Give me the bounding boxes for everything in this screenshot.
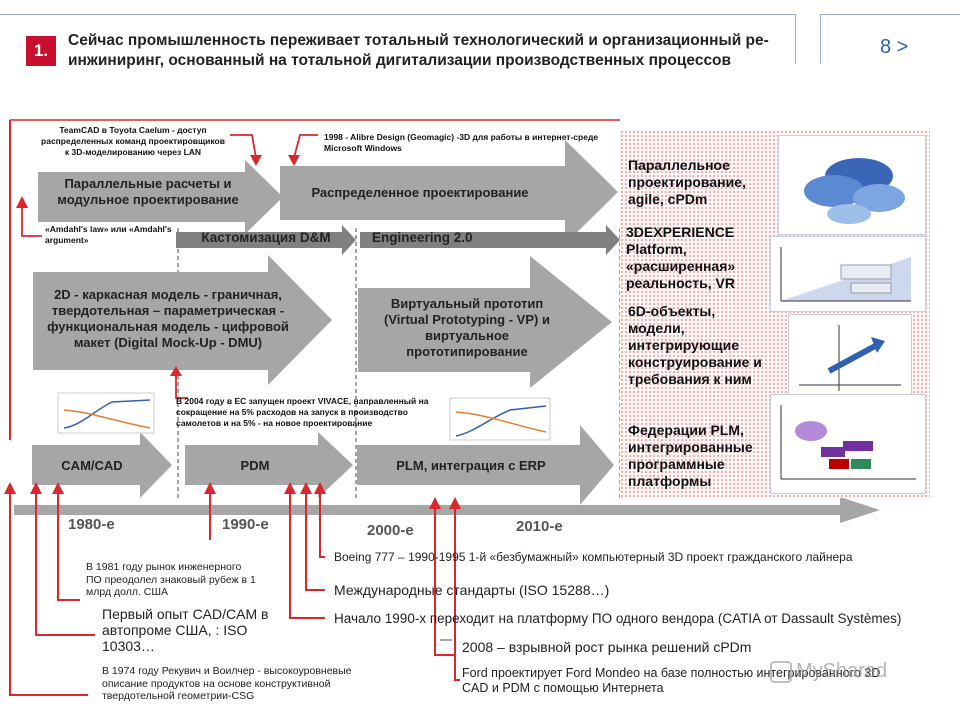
arrow-model-types: 2D - каркасная модель - граничная, тверд… [47,287,289,350]
label-engineering: Engineering 2.0 [372,230,473,245]
header-divider-vertical [795,14,796,64]
note-teamcad: TeamCAD в Toyota Caelum - доступ распред… [41,125,225,157]
header-divider [0,14,795,15]
note-1974-csg: В 1974 году Рекувич и Воилчер - высокоур… [102,665,352,702]
page-number[interactable]: 8 > [880,36,909,58]
timeline-1980s: 1980-е [68,516,115,533]
note-ford-mondeo: Ford проектирует Ford Mondeo на базе пол… [462,666,881,695]
diagram-thumbnail [788,314,912,396]
note-first-cad-cam: Первый опыт CAD/CAM в автопроме США, : I… [102,606,269,654]
section-number: 1. [26,36,56,66]
timeline-1990s: 1990-е [222,516,269,533]
note-iso-standards: Международные стандарты (ISO 15288…) [334,582,610,598]
note-amdahl: «Amdahl's law» или «Amdahl's argument» [45,224,172,245]
trends-panel [620,130,930,498]
diagram-thumbnail [770,394,926,494]
panel-3dexperience: 3DEXPERIENCE Platform, «расширенная» реа… [626,224,736,291]
arrow-plm-erp: PLM, интеграция с ERP [396,458,546,473]
header-page-divider-vertical [820,14,821,64]
note-vivace: В 2004 году в ЕС запущен проект VIVACE, … [176,396,429,428]
note-2008-cpdm: 2008 – взрывной рост рынка решений cPDm [462,639,752,655]
slide-title: Сейчас промышленность переживает тотальн… [68,32,769,69]
diagram-thumbnail [770,236,926,312]
watermark-logo: MyShared [770,660,887,683]
panel-6d-objects: 6D-объекты, модели, интегрирующие констр… [628,303,762,387]
arrow-pdm: PDM [240,458,270,473]
label-customization: Кастомизация D&M [201,230,331,245]
panel-parallel-design: Параллельное проектирование, agile, cPDm [628,157,746,207]
timeline-2010s: 2010-е [516,518,563,535]
timeline-2000s: 2000-е [367,522,414,539]
arrow-distributed-design: Распределенное проектирование [311,185,529,200]
arrow-parallel-computing: Параллельные расчеты и модульное проекти… [57,176,239,207]
watermark-text: MyShared [796,660,888,682]
note-1981-market: В 1981 году рынок инженерного ПО преодол… [86,561,256,598]
diagram-thumbnail [778,135,926,235]
header-page-divider [820,14,960,15]
note-boeing-777: Boeing 777 – 1990-1995 1-й «безбумажный»… [334,550,853,564]
panel-plm-federations: Федерации PLM, интегрированные программн… [628,422,753,489]
watermark-icon [770,660,792,683]
arrow-virtual-prototype: Виртуальный прототип (Virtual Prototypin… [384,296,550,359]
note-alibre: 1998 - Alibre Design (Geomagic) -3D для … [324,132,599,153]
note-catia: Начало 1990-х переходит на платформу ПО … [334,611,902,626]
arrow-cam-cad: CAM/CAD [61,458,123,473]
